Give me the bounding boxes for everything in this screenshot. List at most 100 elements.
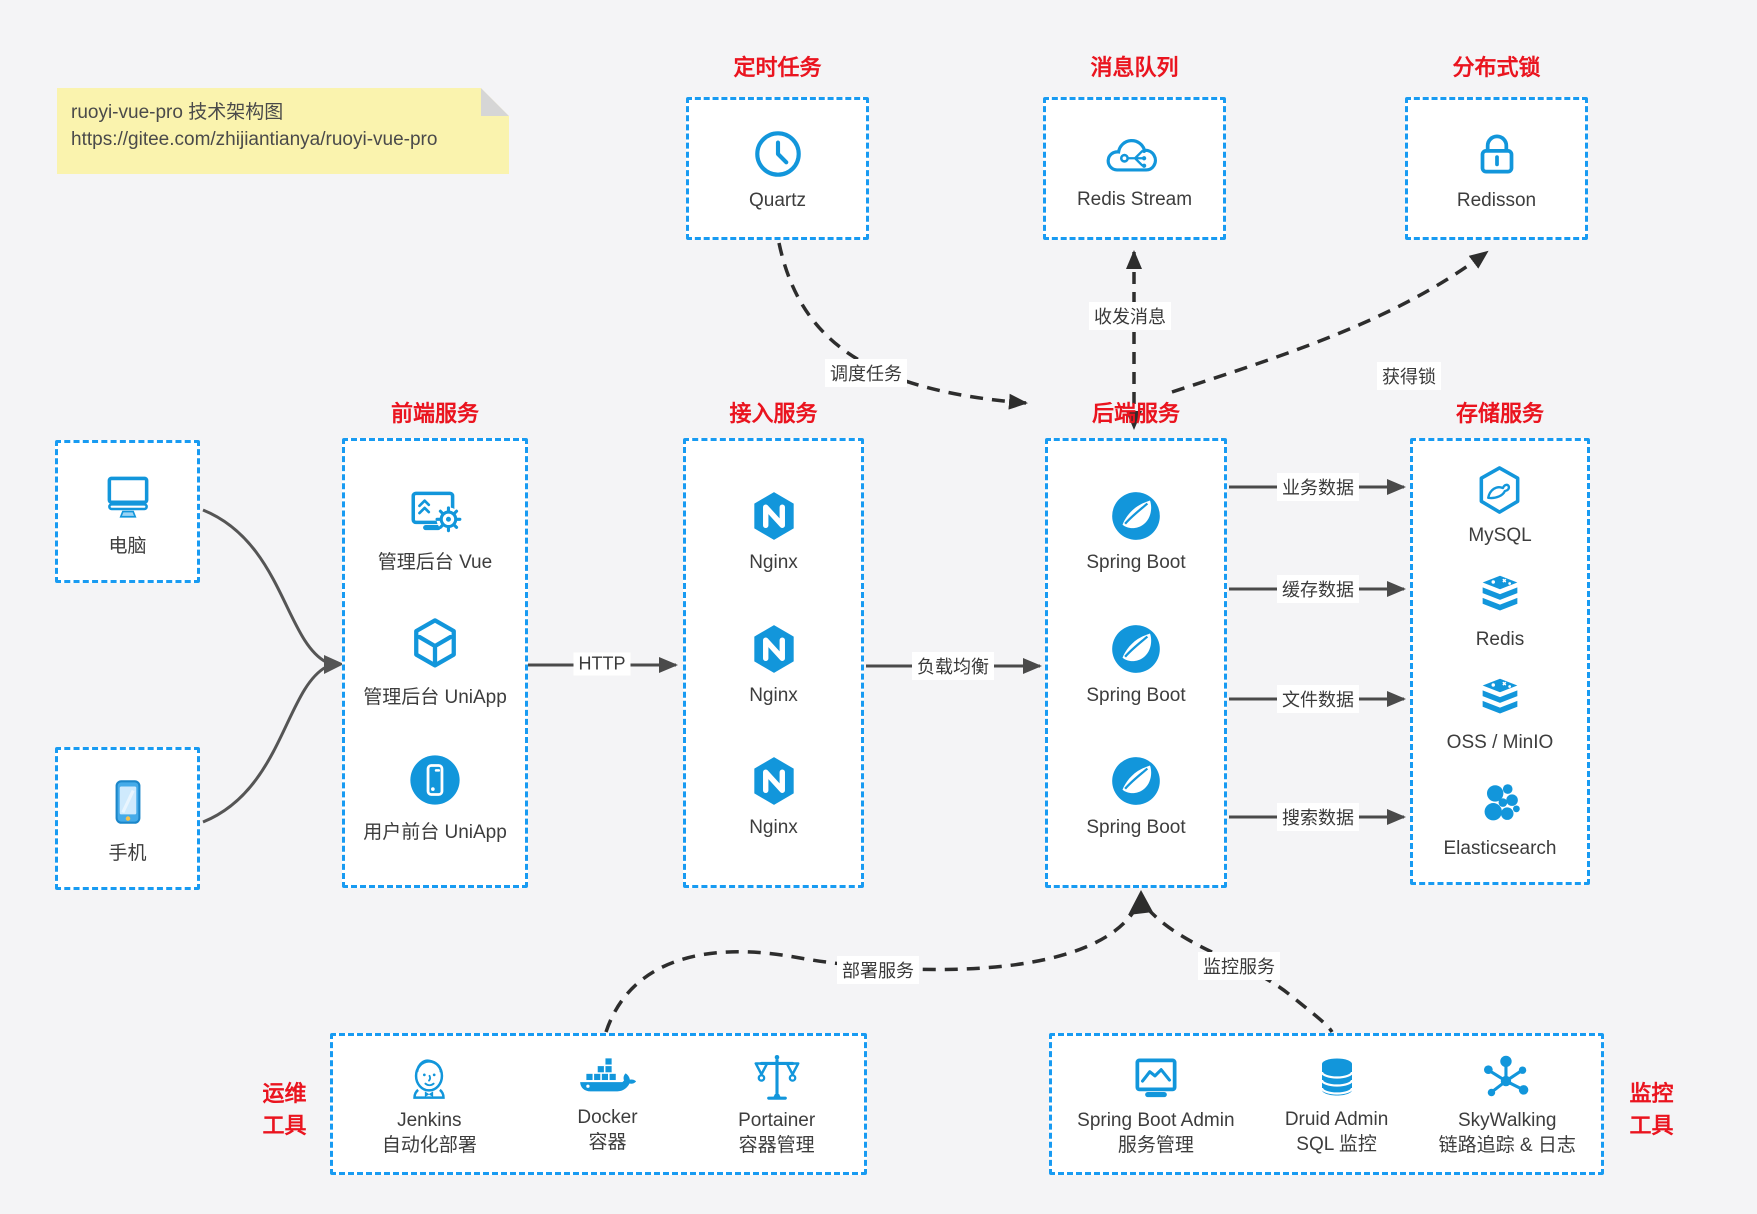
clock-icon [754,131,801,177]
jenkins-desc: 自动化部署 [381,1135,477,1156]
skywalking-desc: 链路追踪 & 日志 [1438,1135,1576,1156]
admin-vue-item: 管理后台 Vue [378,482,492,574]
edge-label-deploy-service: 部署服务 [837,956,919,984]
user-uniapp-item: 用户前台 UniApp [363,750,507,844]
nginx-label: Nginx [749,551,798,573]
backend-box: Spring Boot Spring Boot Spring Boot [1045,438,1227,888]
top-title-distributed-lock: 分布式锁 [1452,55,1541,80]
mysql-item: MySQL [1468,463,1532,547]
frontend-arrowhead [324,655,344,674]
edge-label-http: HTTP [573,652,631,676]
skywalking-item: SkyWalking 链路追踪 & 日志 [1439,1050,1576,1158]
phone-label: 手机 [108,842,147,864]
storage-box: MySQL Redis OSS / MinIO [1410,438,1590,885]
spring-boot-label: Spring Boot [1086,684,1186,706]
redisson-box: Redisson [1405,97,1588,240]
admin-vue-label: 管理后台 Vue [377,552,493,573]
sticky-note: ruoyi-vue-pro 技术架构图 https://gitee.com/zh… [57,88,509,174]
cloud-stream-icon [1107,139,1158,172]
top-title-scheduled-task: 定时任务 [733,55,822,80]
admin-monitor-gear-icon [411,491,462,533]
nginx-label: Nginx [749,817,798,839]
oss-minio-label: OSS / MinIO [1446,732,1554,754]
docker-item: Docker 容器 [574,1053,640,1155]
uniapp-cube-icon [414,618,456,668]
elasticsearch-label: Elasticsearch [1443,837,1557,859]
mobile-app-circle-icon [410,755,460,805]
docker-desc: 容器 [588,1132,627,1153]
spring-boot-label: Spring Boot [1086,551,1186,573]
user-uniapp-label: 用户前台 UniApp [363,822,507,843]
jenkins-name: Jenkins [397,1109,462,1131]
spring-boot-admin-desc: 服务管理 [1117,1135,1194,1156]
chart-monitor-icon [1135,1058,1177,1098]
druid-admin-name: Druid Admin [1284,1108,1389,1130]
note-fold-corner [481,88,509,116]
redisson-item: Redisson [1457,125,1536,212]
nginx-icon [753,757,794,806]
nginx-icon [753,491,794,540]
pc-to-frontend-arrow [202,508,327,664]
redis-item: Redis [1473,570,1527,651]
backend-up-arrowhead [1128,890,1153,915]
spring-icon [1112,757,1160,806]
spring-icon [1112,491,1160,540]
pc-item: 电脑 [99,466,157,558]
spring-boot-item-1: Spring Boot [1086,487,1186,574]
frontend-box: 管理后台 Vue 管理后台 UniApp 用户前台 UniApp [342,438,528,888]
druid-admin-item: Druid Admin SQL 监控 [1284,1051,1389,1157]
oss-minio-item: OSS / MinIO [1446,673,1554,754]
mysql-label: MySQL [1468,525,1532,547]
gateway-box: Nginx Nginx Nginx [683,438,864,888]
edge-label-business-data: 业务数据 [1277,473,1359,501]
jenkins-item: Jenkins 自动化部署 [382,1050,477,1158]
top-title-message-queue: 消息队列 [1090,55,1179,80]
edge-label-monitor-service: 监控服务 [1198,952,1280,980]
edge-label-schedule-task: 调度任务 [825,359,907,387]
phone-item: 手机 [99,773,157,865]
portainer-scales-icon [754,1054,800,1100]
nginx-item-1: Nginx [745,487,803,574]
column-title-gateway: 接入服务 [729,401,818,426]
redis-stream-box: Redis Stream [1043,97,1226,240]
pc-box: 电脑 [55,440,200,583]
skywalking-name: SkyWalking [1457,1109,1557,1131]
nginx-item-2: Nginx [745,620,803,707]
ops-side-label: 运维 工具 [262,1081,307,1138]
edge-label-file-data: 文件数据 [1277,685,1359,713]
phone-icon [115,779,140,824]
mysql-icon [1480,466,1520,515]
column-title-backend: 后端服务 [1091,401,1180,426]
monitor-side-label: 监控 工具 [1629,1081,1674,1138]
elasticsearch-item: Elasticsearch [1444,777,1557,860]
docker-name: Docker [577,1106,638,1128]
column-title-storage: 存储服务 [1455,401,1544,426]
edge-label-acquire-lock: 获得锁 [1377,362,1441,390]
database-icon [1320,1058,1353,1096]
desktop-icon [107,476,148,518]
spring-icon [1112,624,1160,673]
admin-uniapp-item: 管理后台 UniApp [363,615,507,709]
phone-to-frontend-arrow [202,665,327,824]
quartz-label: Quartz [748,190,807,211]
redis-stream-item: Redis Stream [1077,126,1192,211]
druid-admin-desc: SQL 监控 [1296,1134,1377,1155]
monitor-box: Spring Boot Admin 服务管理 Druid Admin SQL 监… [1049,1033,1604,1175]
spring-boot-admin-item: Spring Boot Admin 服务管理 [1077,1050,1235,1158]
pc-label: 电脑 [108,535,147,557]
quartz-box: Quartz [686,97,869,240]
portainer-item: Portainer 容器管理 [738,1050,815,1158]
edge-label-cache-data: 缓存数据 [1277,575,1359,603]
lock-icon [1480,134,1513,174]
column-title-frontend: 前端服务 [390,401,479,426]
redis-stack-icon [1482,575,1518,611]
docker-icon [580,1058,637,1092]
edge-label-search-data: 搜索数据 [1277,803,1359,831]
nginx-item-3: Nginx [745,752,803,839]
ops-box: Jenkins 自动化部署 Docker 容器 [330,1033,867,1175]
trace-nodes-icon [1484,1055,1529,1097]
portainer-name: Portainer [738,1109,816,1131]
redis-label: Redis [1475,628,1525,650]
spring-boot-label: Spring Boot [1086,817,1186,839]
edge-label-send-receive-msg: 收发消息 [1089,302,1171,330]
